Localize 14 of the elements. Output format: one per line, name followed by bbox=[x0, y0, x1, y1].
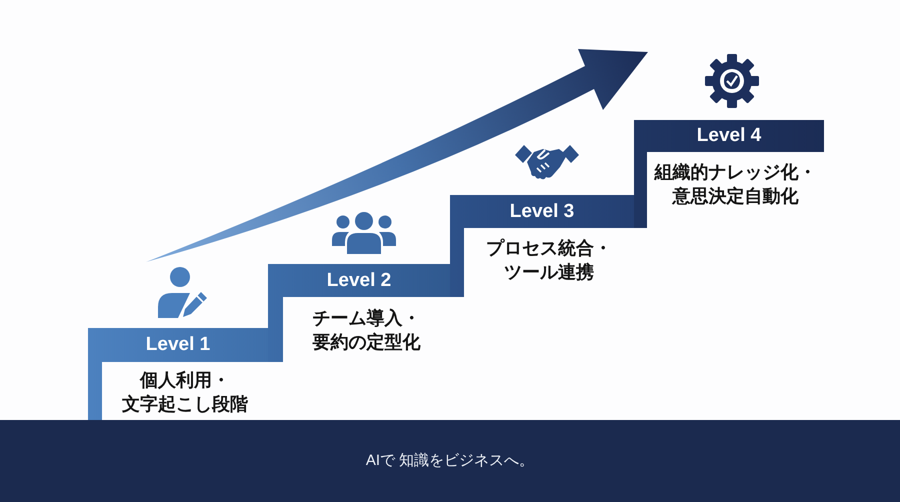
footer-bar bbox=[0, 420, 900, 502]
step-description: プロセス統合・ツール連携 bbox=[485, 237, 613, 284]
step-description: 組織的ナレッジ化・意思決定自動化 bbox=[653, 161, 818, 208]
level-label: Level 2 bbox=[326, 270, 392, 292]
step-shape bbox=[268, 264, 450, 362]
step-description: 個人利用・文字起こし段階 bbox=[121, 369, 249, 416]
level-label: Level 4 bbox=[696, 125, 762, 147]
step-description: チーム導入・要約の定型化 bbox=[312, 307, 422, 354]
level-label: Level 3 bbox=[510, 200, 574, 222]
tagline: AIで 知識をビジネスへ。 bbox=[366, 452, 534, 470]
step-shape bbox=[88, 328, 268, 420]
step-shape bbox=[634, 120, 824, 228]
step-shape bbox=[450, 195, 634, 297]
level-label: Level 1 bbox=[146, 334, 210, 356]
